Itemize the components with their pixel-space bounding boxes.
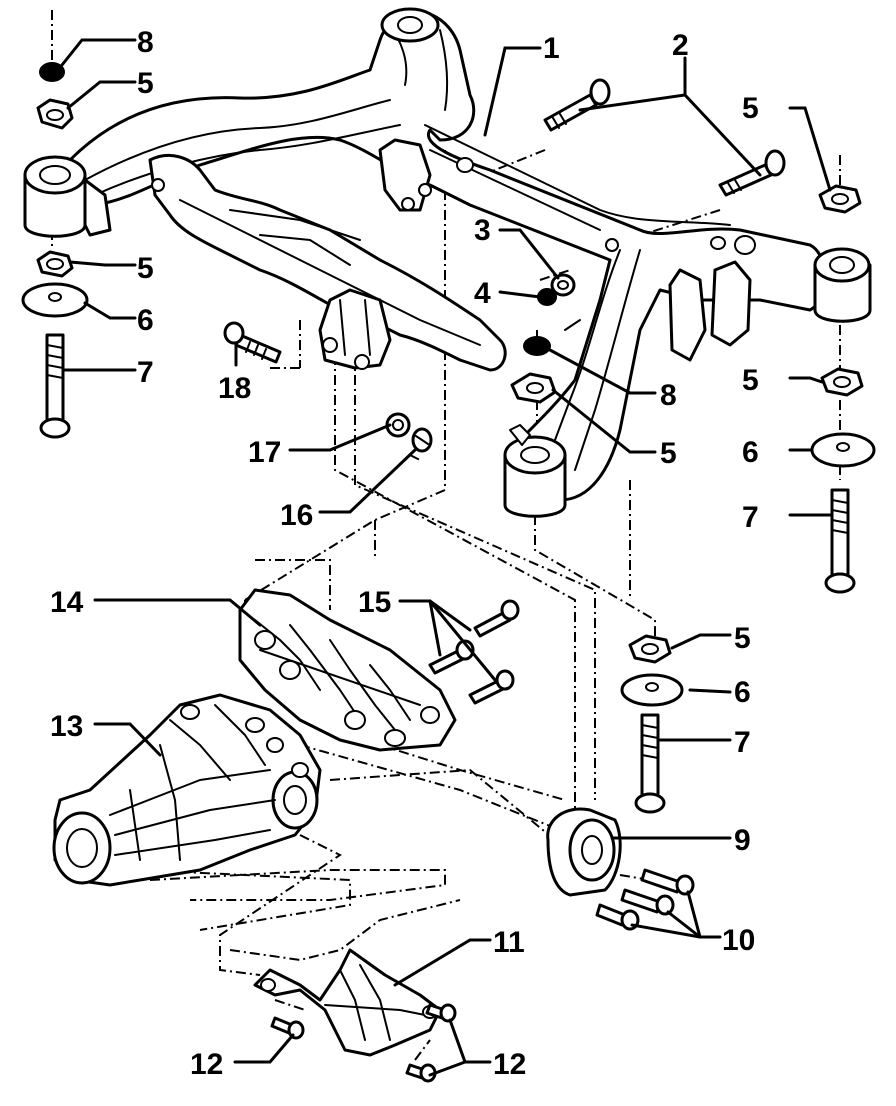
stop-washer-5-lower-right	[820, 367, 864, 397]
leader-lines	[60, 38, 834, 1077]
bolt-18	[223, 321, 282, 364]
final-drive-rear-mount	[546, 807, 622, 897]
callout-8-upper-left: 8	[137, 26, 154, 59]
callout-3: 3	[474, 214, 491, 247]
callout-16: 16	[280, 499, 313, 532]
callout-7-lower: 7	[734, 726, 751, 759]
bolt-2-upper	[543, 78, 611, 132]
callout-15: 15	[358, 586, 391, 619]
callout-6-left: 6	[137, 304, 154, 337]
bushing-center	[503, 424, 567, 518]
callout-18: 18	[218, 372, 251, 405]
subframe	[68, 10, 827, 502]
callout-labels: 8 5 1 2 5 3 4 5 6 7 18 8 5 5 6 7 17 16 1…	[50, 26, 759, 1081]
callout-4: 4	[474, 277, 491, 310]
bushing-top-center	[380, 7, 440, 43]
stop-washer-5-center	[510, 372, 557, 404]
callout-12-right: 12	[493, 1048, 526, 1081]
nut-8-center	[523, 336, 551, 356]
callout-6-right: 6	[742, 436, 759, 469]
callout-7-right: 7	[742, 501, 759, 534]
stop-washer-5-lower-center	[628, 634, 672, 664]
nut-16	[411, 427, 433, 453]
callout-13: 13	[50, 710, 83, 743]
bushing-right	[813, 247, 872, 323]
stop-washer-5-lower-left	[36, 250, 74, 278]
callout-5-left-middle: 5	[137, 252, 154, 285]
washer-3	[550, 273, 576, 297]
callout-6-lower: 6	[734, 676, 751, 709]
washer-6-lower-center	[620, 673, 684, 707]
callout-2: 2	[672, 29, 689, 62]
final-drive-mounting-bracket	[238, 588, 457, 752]
callout-5-lower: 5	[734, 622, 751, 655]
bolt-12-right-upper	[425, 1003, 457, 1023]
bolt-10-upper	[640, 868, 695, 896]
callout-5-center: 5	[660, 437, 677, 470]
callout-9: 9	[734, 824, 751, 857]
callout-10: 10	[722, 924, 755, 957]
callout-5-upper-right: 5	[742, 92, 759, 125]
bolt-15-middle	[428, 639, 475, 675]
callout-14: 14	[50, 586, 84, 619]
bolt-12-right-lower	[405, 1063, 437, 1083]
callout-17: 17	[248, 436, 281, 469]
stop-washer-5-upper-left	[36, 98, 74, 130]
bolt-2-lower	[718, 149, 786, 197]
callout-12-left: 12	[190, 1048, 223, 1081]
washer-6-left	[21, 282, 89, 318]
bolt-7-left	[39, 333, 71, 439]
callout-5-right-middle: 5	[742, 364, 759, 397]
callout-5-upper-left: 5	[137, 67, 154, 100]
washer-6-right	[810, 432, 876, 468]
callout-7-left: 7	[137, 356, 154, 389]
bolt-7-right	[824, 488, 856, 594]
stop-washer-5-upper-right	[818, 184, 862, 214]
bolt-15-upper	[473, 599, 520, 638]
callout-11: 11	[493, 926, 525, 959]
bolt-7-lower-center	[634, 713, 666, 814]
final-drive	[52, 693, 322, 887]
callout-1: 1	[543, 32, 560, 65]
callout-8-center: 8	[660, 379, 677, 412]
bolt-15-lower	[468, 669, 515, 705]
bolt-10-middle	[620, 888, 675, 916]
bushing-left	[23, 155, 112, 238]
nut-8-left	[39, 62, 65, 82]
bolt-12-left	[270, 1016, 305, 1040]
